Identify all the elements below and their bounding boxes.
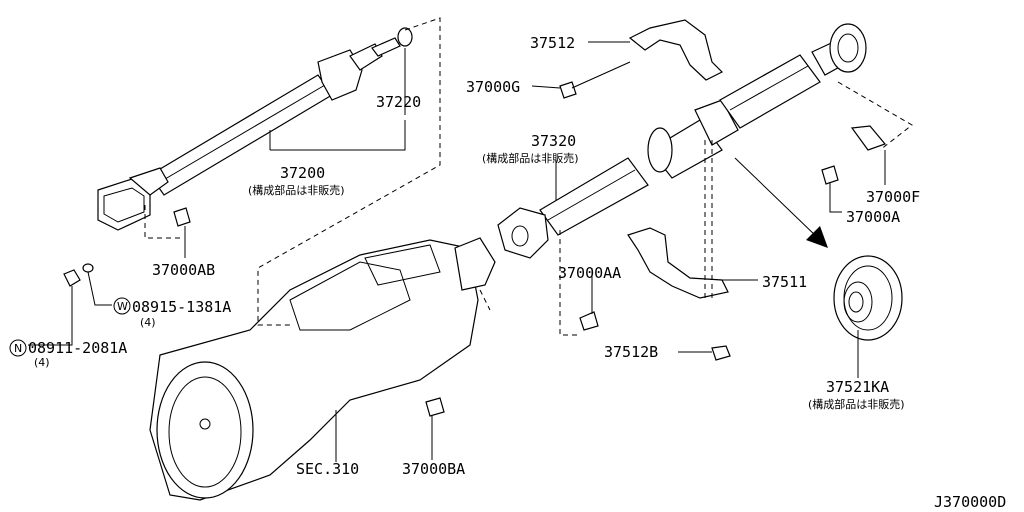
center-bearing-bracket-bottom [627, 227, 729, 299]
n-mark-circle [9, 339, 27, 357]
front-propeller-shaft [97, 27, 413, 231]
label-sec-310: SEC.310 [296, 460, 359, 478]
label-37000ba: 37000BA [402, 460, 465, 478]
label-37220: 37220 [376, 93, 421, 111]
note-37521ka: (構成部品は非販売) [808, 397, 905, 411]
diagram-code: J370000D [934, 493, 1006, 511]
note-37320: (構成部品は非販売) [482, 151, 579, 165]
label-37200: 37200 [280, 164, 325, 182]
n-mark: N [14, 342, 22, 355]
label-37512: 37512 [530, 34, 575, 52]
label-37320: 37320 [531, 132, 576, 150]
hardware [63, 81, 887, 417]
label-37000aa: 37000AA [558, 264, 621, 282]
center-bearing [833, 255, 903, 341]
label-37521ka: 37521KA [826, 378, 889, 396]
label-37000f: 37000F [866, 188, 920, 206]
label-37512b: 37512B [604, 343, 658, 361]
label-37000ab: 37000AB [152, 261, 215, 279]
label-37000a: 37000A [846, 208, 900, 226]
label-08915-1381a: 08915-1381A [132, 298, 231, 316]
note-37200: (構成部品は非販売) [248, 183, 345, 197]
w-mark-circle [113, 297, 131, 315]
label-37511: 37511 [762, 273, 807, 291]
w-mark: W [117, 300, 128, 313]
detail-arrow [734, 157, 828, 248]
label-08911-2081a: 08911-2081A [28, 339, 127, 357]
qty-08915: (4) [140, 316, 156, 329]
rear-propeller-shaft [497, 23, 867, 259]
dashed-leaders [144, 17, 913, 336]
leader-lines [28, 41, 886, 462]
qty-08911: (4) [34, 356, 50, 369]
transmission [149, 237, 496, 501]
label-37000g: 37000G [466, 78, 520, 96]
center-bearing-bracket-top [628, 19, 724, 81]
